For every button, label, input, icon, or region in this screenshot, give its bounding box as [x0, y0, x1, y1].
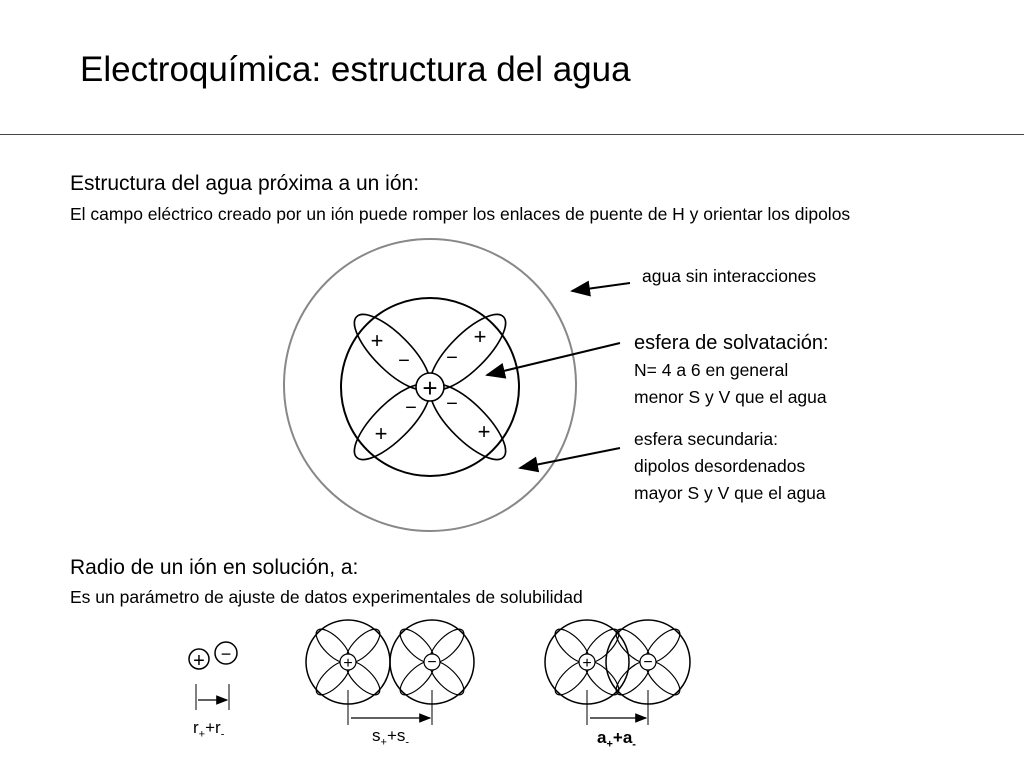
ion-hydration-diagram: + + − + − − + − + [283, 238, 577, 532]
arrow-solvation-sphere [485, 342, 621, 379]
dipole-minus-sign: − [398, 350, 410, 372]
caption-r-sum: r++r- [193, 718, 225, 741]
central-cation [415, 372, 445, 402]
secondary-sphere-line-3: mayor S y V que el agua [634, 483, 826, 503]
dipole-plus-sign: + [371, 328, 384, 353]
arrow-free-water [570, 280, 631, 297]
svg-text:−: − [643, 654, 652, 671]
label-secondary-sphere: esfera secundaria: dipolos desordenados … [634, 426, 826, 507]
svg-text:+: + [582, 655, 591, 672]
ion-pair-hydrated-separate: + − [305, 619, 475, 725]
label-solvation-sphere: esfera de solvatación: N= 4 a 6 en gener… [634, 330, 829, 411]
svg-text:+: + [193, 650, 205, 672]
svg-text:−: − [221, 644, 232, 664]
svg-text:+: + [343, 655, 352, 672]
central-cation-sign: + [422, 373, 437, 403]
dipole-minus-sign: − [446, 393, 458, 415]
ion-pair-hydrated-overlap: + − [544, 619, 691, 725]
ion-pair-bare: + − [188, 641, 238, 710]
dipole-minus-sign: − [405, 397, 417, 419]
svg-text:−: − [427, 654, 436, 671]
section-2-heading: Radio de un ión en solución, a: [70, 556, 359, 579]
secondary-sphere [283, 238, 577, 532]
section-1-body: El campo eléctrico creado por un ión pue… [70, 204, 851, 224]
solvation-sphere-line-1: N= 4 a 6 en general [634, 360, 789, 380]
dipole-plus-sign: + [375, 421, 388, 446]
secondary-sphere-line-1: esfera secundaria: [634, 429, 778, 449]
slide-title: Electroquímica: estructura del agua [80, 50, 631, 89]
dipole-minus-sign: − [446, 347, 458, 369]
secondary-sphere-line-2: dipolos desordenados [634, 456, 806, 476]
solvation-sphere [340, 297, 520, 477]
dipole-plus-sign: + [478, 419, 491, 444]
caption-a-sum: a++a- [597, 728, 636, 751]
section-2-body: Es un parámetro de ajuste de datos exper… [70, 587, 583, 607]
dipole-plus-sign: + [474, 324, 487, 349]
label-free-water: agua sin interacciones [642, 266, 817, 286]
section-1-heading: Estructura del agua próxima a un ión: [70, 172, 420, 195]
caption-s-sum: s++s- [372, 726, 410, 749]
solvation-sphere-line-2: menor S y V que el agua [634, 387, 827, 407]
solvation-sphere-title: esfera de solvatación: [634, 332, 829, 354]
arrow-secondary-sphere [518, 447, 621, 473]
title-divider [0, 134, 1024, 135]
